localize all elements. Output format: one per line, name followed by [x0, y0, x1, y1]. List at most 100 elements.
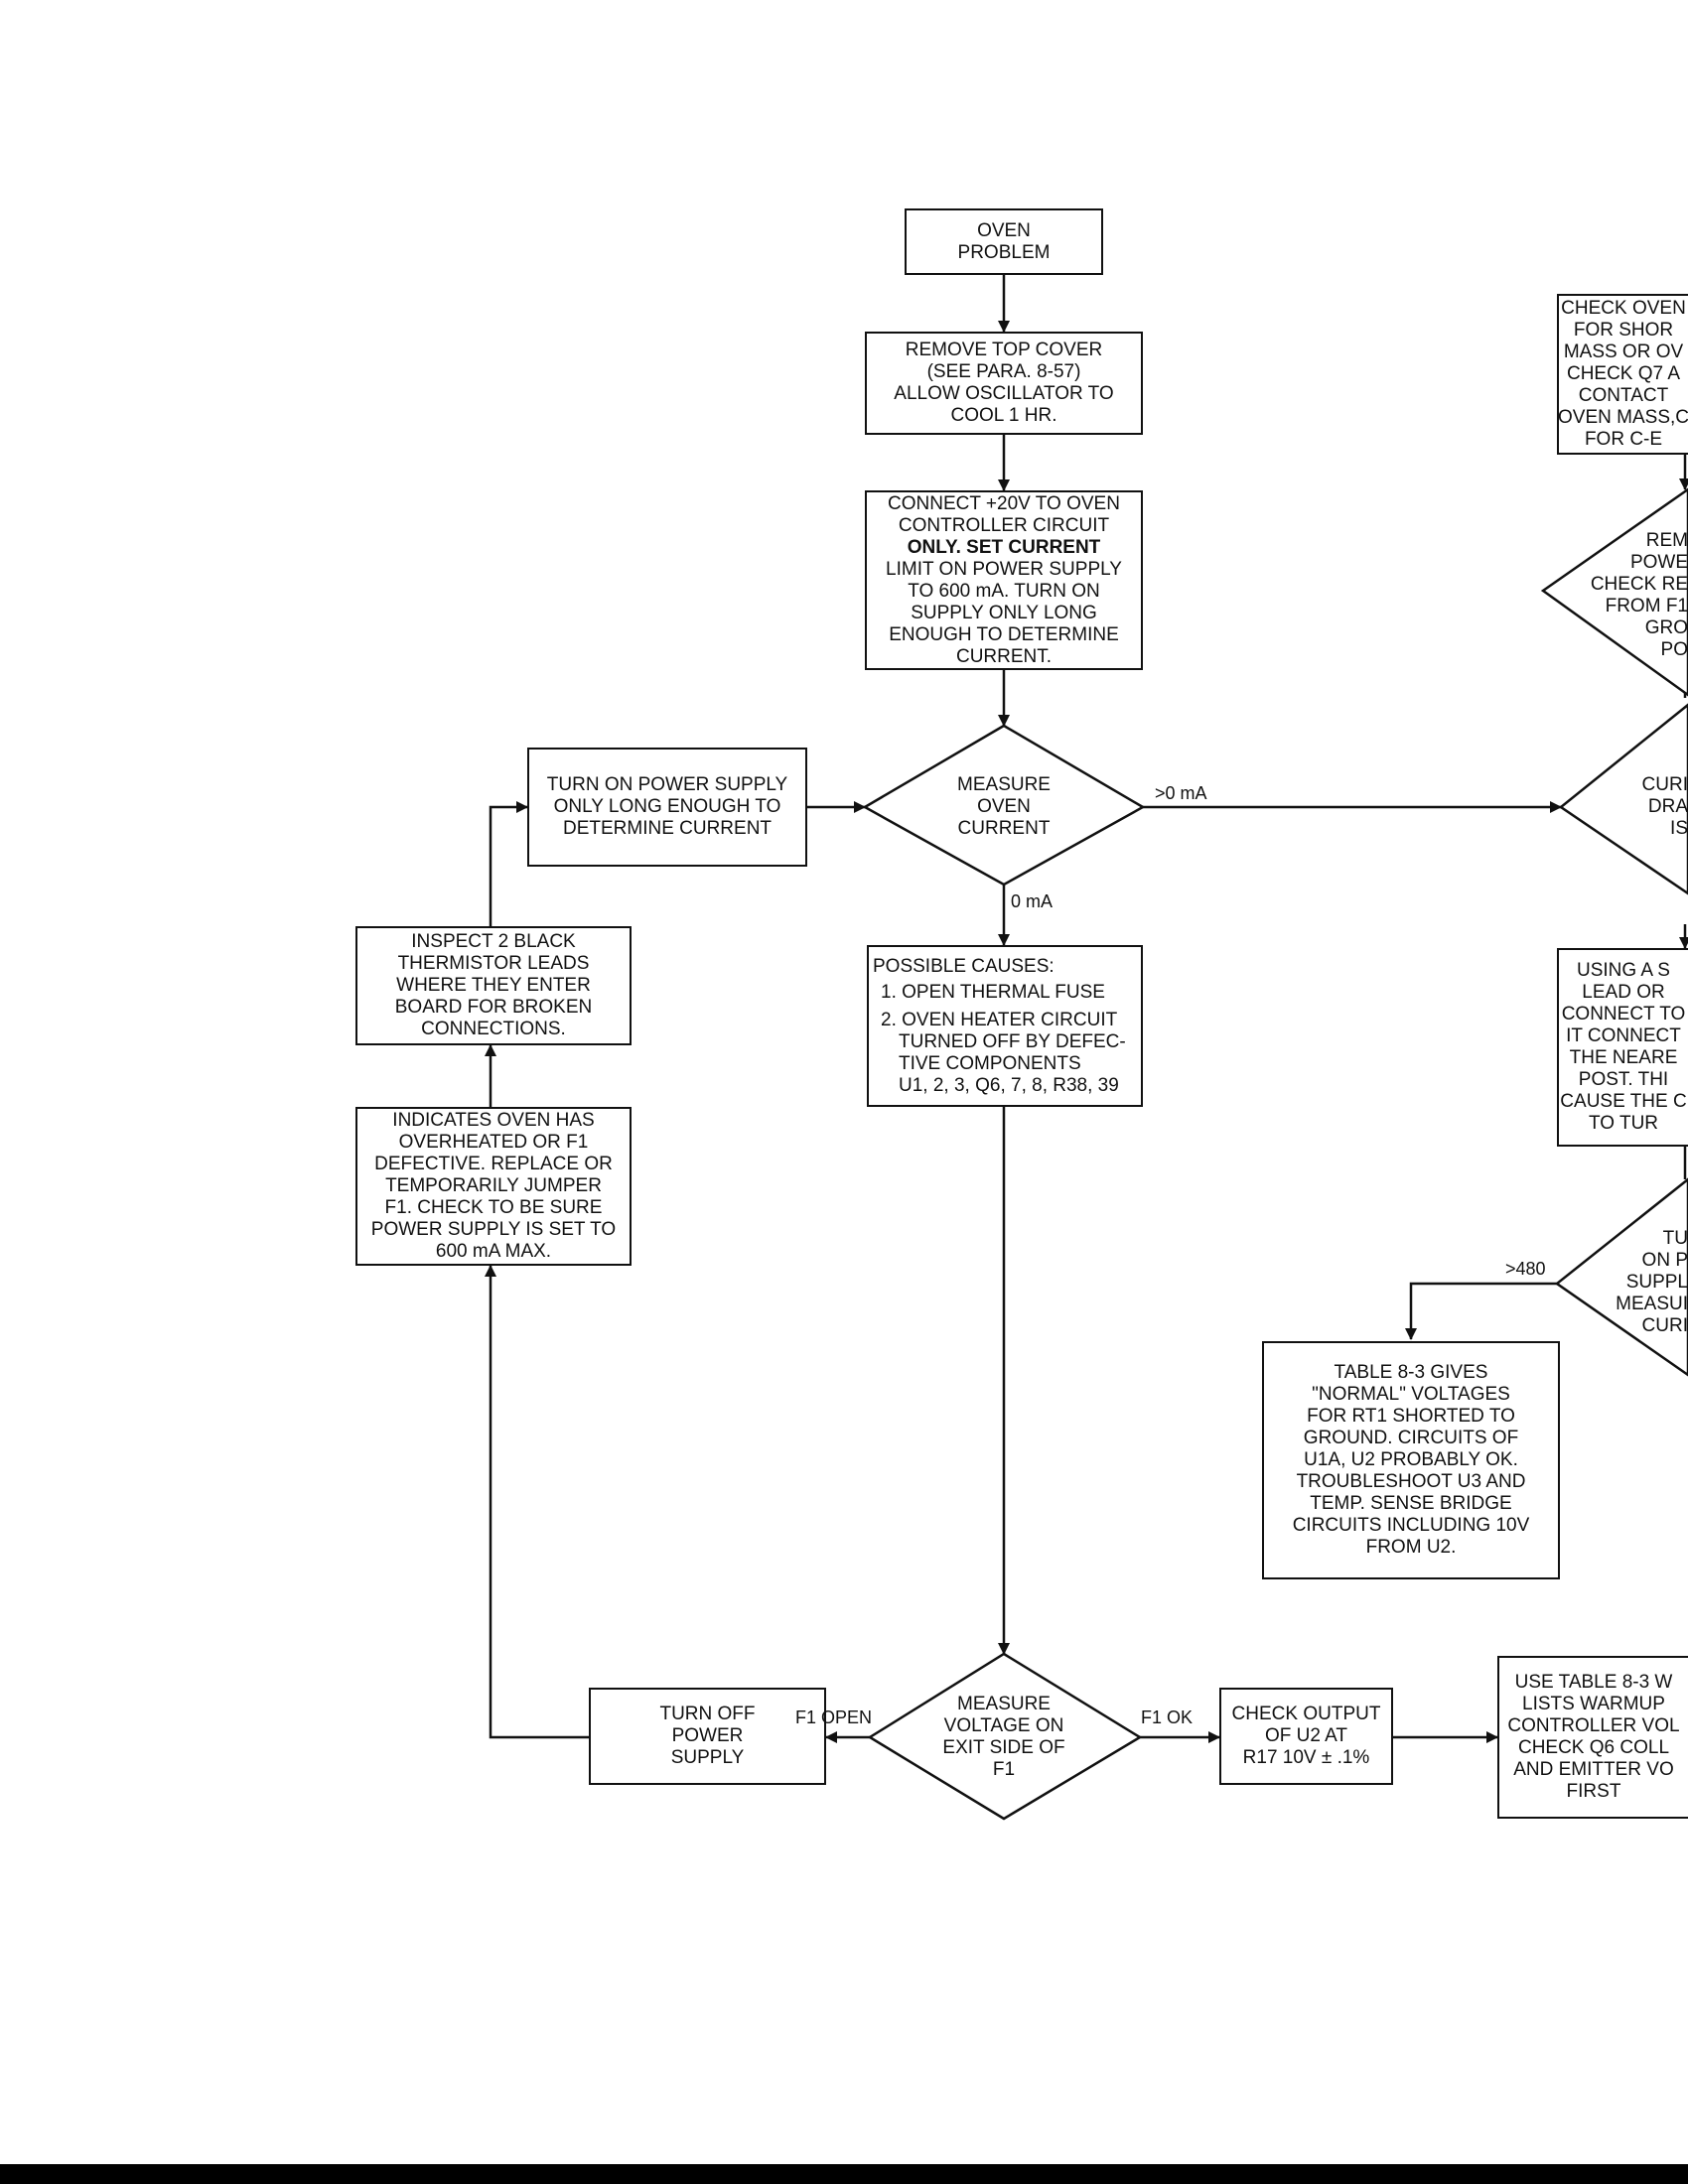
text-line: CHECK Q7 A — [1566, 363, 1681, 384]
node-connect-20v: CONNECT +20V TO OVEN CONTROLLER CIRCUIT … — [865, 490, 1143, 670]
text-line: FOR RT1 SHORTED TO — [1307, 1406, 1515, 1427]
text-line: OF U2 AT — [1264, 1725, 1348, 1746]
text-line: FOR C-E — [1584, 429, 1663, 450]
text-line: INDICATES OVEN HAS — [392, 1110, 595, 1131]
text-line: FROM F1 — [1605, 596, 1688, 616]
node-turn-on-power-supply: TURN ON POWER SUPPLY ONLY LONG ENOUGH TO… — [527, 748, 807, 867]
text-line: POWER SUPPLY IS SET TO — [370, 1219, 617, 1240]
node-table-8-3-gives: TABLE 8-3 GIVES "NORMAL" VOLTAGES FOR RT… — [1262, 1341, 1560, 1579]
text-line: COOL 1 HR. — [950, 405, 1057, 426]
text-line: TEMPORARILY JUMPER — [385, 1175, 602, 1196]
text-line: THE NEARE — [1569, 1047, 1678, 1068]
text-line: CONTROLLER CIRCUIT — [898, 514, 1110, 536]
edge-label-f1-open: F1 OPEN — [795, 1707, 873, 1727]
text-line: MASS OR OV — [1563, 341, 1684, 362]
text-line: TU — [1662, 1228, 1688, 1249]
decision-turn-on-ps-partial-label: TU ON P SUPPL MEASUI CURI — [1601, 1223, 1688, 1342]
text-line: DRA — [1647, 795, 1688, 817]
decision-remove-power-partial — [1540, 487, 1688, 697]
text-line: F1. CHECK TO BE SURE — [384, 1197, 603, 1218]
possible-causes-item-2-line: U1, 2, 3, Q6, 7, 8, R38, 39 — [899, 1074, 1119, 1096]
text-line: TURN OFF — [659, 1704, 756, 1724]
text-line: ALLOW OSCILLATOR TO — [894, 383, 1114, 404]
text-line: GROUND. CIRCUITS OF — [1303, 1428, 1519, 1448]
text-line: WHERE THEY ENTER — [396, 975, 591, 996]
text-line: IS — [1670, 817, 1688, 839]
text-line: USE TABLE 8-3 W — [1514, 1672, 1673, 1693]
text-line: DETERMINE CURRENT — [562, 818, 773, 839]
text-line: LIMIT ON POWER SUPPLY — [886, 558, 1122, 580]
text-line: POWER — [671, 1725, 744, 1746]
node-use-table-8-3-partial: USE TABLE 8-3 W LISTS WARMUP CONTROLLER … — [1497, 1656, 1688, 1819]
possible-causes-heading: POSSIBLE CAUSES: — [873, 955, 1055, 977]
text-line: FROM U2. — [1365, 1537, 1457, 1558]
text-line: POWE — [1629, 552, 1688, 573]
text-line: CONTACT — [1578, 385, 1669, 406]
text-line: ON P — [1641, 1250, 1688, 1271]
text-line: U1A, U2 PROBABLY OK. — [1304, 1449, 1518, 1470]
decision-current-drawn-partial-label: CURI DRA IS — [1628, 769, 1688, 844]
decision-current-drawn-partial — [1558, 703, 1688, 895]
node-turn-off-power-supply: TURN OFF POWER SUPPLY — [589, 1688, 826, 1785]
decision-measure-voltage-f1-label: MEASURE VOLTAGE ON EXIT SIDE OF F1 — [914, 1688, 1093, 1787]
connector-gt480-to-table — [1405, 1282, 1557, 1340]
text-line: CAUSE THE C — [1560, 1091, 1687, 1112]
text-line: CIRCUITS INCLUDING 10V — [1292, 1515, 1530, 1536]
text-line: CHECK OVEN — [1561, 298, 1686, 319]
node-remove-top-cover: REMOVE TOP COVER (SEE PARA. 8-57) ALLOW … — [865, 332, 1143, 435]
decision-measure-oven-current — [862, 724, 1146, 887]
connector-turnoff-to-indicates — [485, 1265, 589, 1739]
text-line: PO — [1660, 639, 1688, 660]
text-line: DEFECTIVE. REPLACE OR — [374, 1154, 613, 1174]
node-oven-problem: OVEN PROBLEM — [905, 208, 1103, 275]
decision-measure-oven-current-label: MEASURE OVEN CURRENT — [905, 767, 1103, 847]
text-line: CURI — [1641, 773, 1688, 795]
possible-causes-item-2-line: TIVE COMPONENTS — [899, 1052, 1081, 1074]
text-line: FIRST — [1566, 1781, 1621, 1802]
text-line: TO TUR — [1588, 1113, 1659, 1134]
node-possible-causes: POSSIBLE CAUSES: 1. OPEN THERMAL FUSE 2.… — [867, 945, 1143, 1107]
node-check-output-u2: CHECK OUTPUT OF U2 AT R17 10V ± .1% — [1219, 1688, 1393, 1785]
text-line: SUPPL — [1625, 1272, 1688, 1293]
text-line: REMOVE TOP COVER — [905, 340, 1103, 360]
text-line: LISTS WARMUP — [1522, 1694, 1665, 1714]
text-line: ENOUGH TO DETERMINE — [889, 623, 1119, 645]
text-line: (SEE PARA. 8-57) — [926, 361, 1081, 382]
decision-turn-on-ps-partial — [1554, 1177, 1688, 1377]
text-line: FOR SHOR — [1573, 320, 1674, 341]
text-line: TROUBLESHOOT U3 AND — [1296, 1471, 1526, 1492]
text-line: AND EMITTER VO — [1513, 1759, 1674, 1780]
text-line: OVERHEATED OR F1 — [398, 1132, 589, 1153]
text-line: TABLE 8-3 GIVES — [1334, 1362, 1488, 1383]
text-line: MEASURE — [957, 1694, 1051, 1714]
text-line: OVEN — [977, 219, 1031, 241]
decision-remove-power-partial-label: REM POWE CHECK RE FROM F1 GRO PO — [1579, 526, 1688, 665]
text-line: OVEN — [977, 796, 1031, 817]
scan-bottom-band — [0, 2164, 1688, 2184]
edge-label-gt480: >480 — [1505, 1259, 1546, 1279]
text-line: 600 mA MAX. — [435, 1241, 552, 1262]
text-line: CHECK RE — [1590, 574, 1688, 595]
text-line: THERMISTOR LEADS — [397, 953, 590, 974]
node-check-oven-partial: CHECK OVEN FOR SHOR MASS OR OV CHECK Q7 … — [1557, 294, 1688, 455]
text-line: USING A S — [1577, 960, 1670, 981]
text-line: MEASUI — [1616, 1294, 1688, 1314]
text-line: CURI — [1641, 1315, 1688, 1336]
edge-label-gt0ma: >0 mA — [1155, 783, 1207, 803]
text-line: SUPPLY — [670, 1747, 745, 1768]
text-line: F1 — [992, 1759, 1016, 1780]
text-line: GRO — [1644, 617, 1688, 638]
text-line: CONTROLLER VOL — [1507, 1715, 1680, 1736]
text-line: CONNECT TO — [1561, 1004, 1686, 1024]
possible-causes-item-2: 2. OVEN HEATER CIRCUIT — [881, 1009, 1118, 1030]
text-line: BOARD FOR BROKEN — [394, 997, 593, 1018]
text-line: CHECK Q6 COLL — [1517, 1737, 1670, 1758]
text-line: CURRENT. — [955, 645, 1053, 667]
text-line: SUPPLY ONLY LONG — [911, 602, 1097, 623]
possible-causes-item-1: 1. OPEN THERMAL FUSE — [881, 981, 1105, 1003]
text-line: TURN ON POWER SUPPLY — [546, 774, 788, 795]
node-inspect-thermistor-leads: INSPECT 2 BLACK THERMISTOR LEADS WHERE T… — [355, 926, 632, 1045]
text-line: "NORMAL" VOLTAGES — [1312, 1384, 1510, 1405]
